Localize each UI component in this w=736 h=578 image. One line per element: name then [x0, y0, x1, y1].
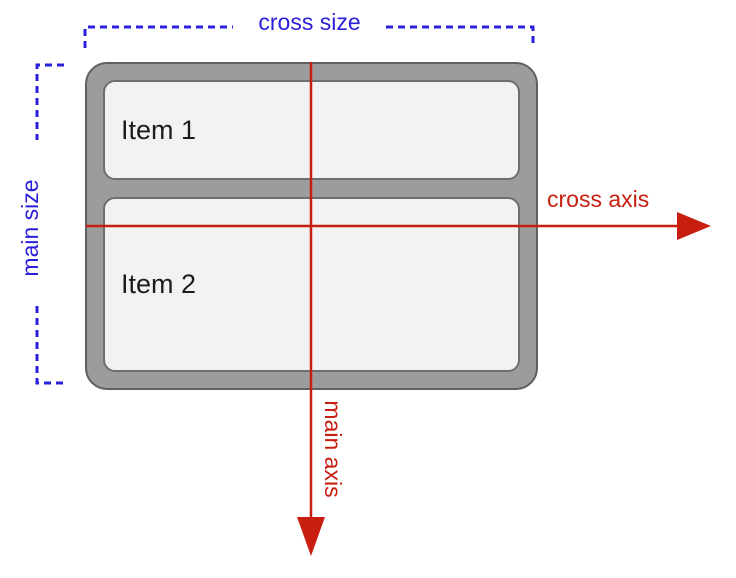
cross-size-bracket-right	[386, 25, 535, 48]
main-size-bracket-bottom	[35, 306, 67, 385]
flex-item-1-label: Item 1	[121, 114, 197, 145]
flex-item-2: Item 2	[103, 197, 520, 372]
cross-size-bracket-left	[83, 25, 233, 48]
cross-axis-label: cross axis	[547, 186, 650, 212]
flex-item-1: Item 1	[103, 80, 520, 180]
main-size-label: main size	[17, 179, 43, 277]
main-axis-label: main axis	[320, 400, 346, 498]
flex-container: Item 1 Item 2	[85, 62, 538, 390]
cross-axis-arrowhead-icon	[677, 212, 711, 240]
cross-size-label: cross size	[258, 9, 361, 35]
main-size-bracket-top	[35, 63, 64, 140]
flex-item-2-label: Item 2	[121, 269, 197, 299]
